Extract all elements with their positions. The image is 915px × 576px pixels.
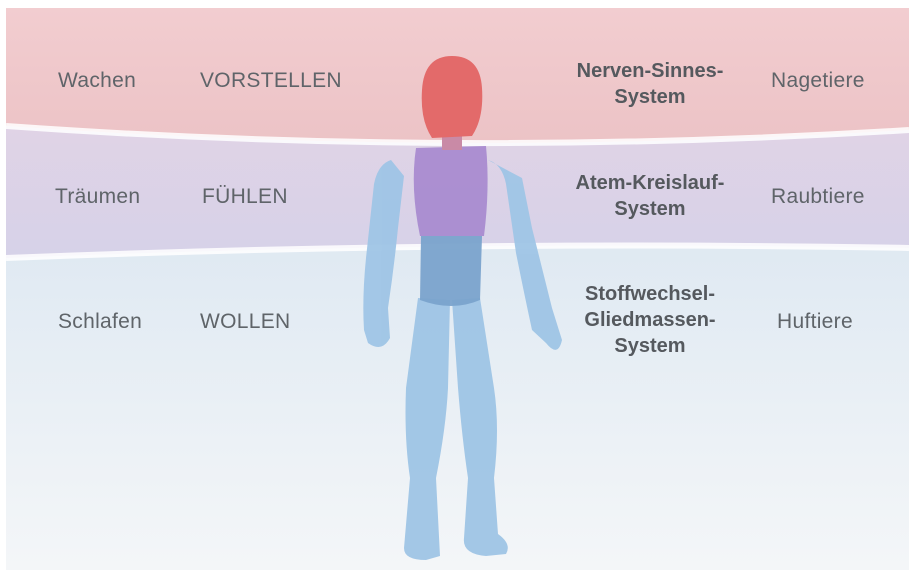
system-line: Nerven-Sinnes-	[550, 58, 750, 84]
system-line: Atem-Kreislauf-	[550, 170, 750, 196]
system-label-atem-kreislauf: Atem-Kreislauf- System	[550, 170, 750, 222]
diagram-panel: Wachen VORSTELLEN Nerven-Sinnes- System …	[6, 8, 909, 570]
system-line: System	[550, 84, 750, 110]
torso	[414, 146, 488, 236]
system-label-stoffwechsel-gliedmassen: Stoffwechsel- Gliedmassen- System	[550, 281, 750, 359]
right-leg	[452, 298, 508, 556]
faculty-label-vorstellen: VORSTELLEN	[200, 69, 342, 93]
animal-label-nagetiere: Nagetiere	[771, 69, 865, 93]
left-leg	[404, 298, 450, 560]
state-label-wachen: Wachen	[58, 69, 136, 93]
system-line: Stoffwechsel-	[550, 281, 750, 307]
faculty-label-fuehlen: FÜHLEN	[202, 185, 288, 209]
faculty-label-wollen: WOLLEN	[200, 310, 291, 334]
state-label-schlafen: Schlafen	[58, 310, 142, 334]
system-line: System	[550, 333, 750, 359]
state-label-traeumen: Träumen	[55, 185, 140, 209]
animal-label-raubtiere: Raubtiere	[771, 185, 865, 209]
system-line: Gliedmassen-	[550, 307, 750, 333]
head	[422, 56, 483, 138]
system-line: System	[550, 196, 750, 222]
left-arm	[363, 160, 404, 347]
animal-label-huftiere: Huftiere	[777, 310, 853, 334]
system-label-nerven-sinnes: Nerven-Sinnes- System	[550, 58, 750, 110]
pelvis	[420, 236, 482, 306]
